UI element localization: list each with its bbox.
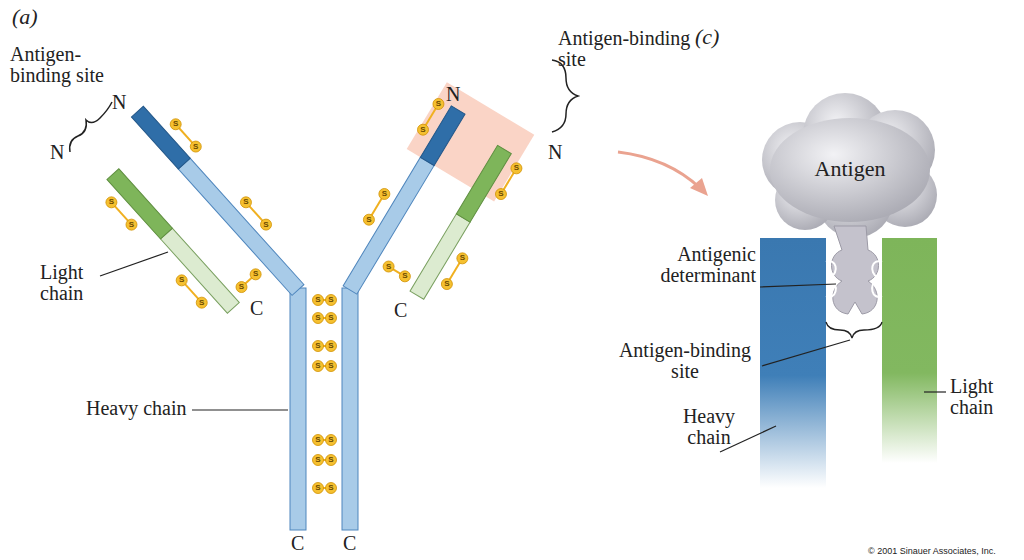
- sulfur-dot: [196, 297, 207, 308]
- sulfur-label: S: [197, 298, 207, 308]
- sulfur-label: S: [384, 262, 394, 272]
- part-label: N: [446, 84, 466, 105]
- part-label: Antigen-binding site: [10, 44, 108, 86]
- sulfur-label: S: [313, 295, 323, 305]
- sulfur-dot: [236, 282, 247, 293]
- sulfur-dot: [511, 163, 522, 174]
- sulfur-dot: [313, 341, 324, 352]
- part-label: C: [343, 533, 363, 554]
- sulfur-label: S: [177, 275, 187, 285]
- sulfur-dot: [313, 435, 324, 446]
- sulfur-dot: [326, 361, 337, 372]
- antigen-cloud: Antigen: [780, 156, 920, 182]
- sulfur-dot: [106, 197, 117, 208]
- part-label: Antigenic determinant: [598, 244, 756, 286]
- part-label: Antigen-binding site: [558, 28, 698, 70]
- sulfur-label: S: [126, 220, 136, 230]
- sulfur-label: S: [442, 279, 452, 289]
- sulfur-label: S: [326, 295, 336, 305]
- part-label: N: [548, 142, 568, 163]
- sulfur-label: S: [106, 197, 116, 207]
- part-label: C: [394, 300, 414, 321]
- sulfur-dot: [326, 483, 337, 494]
- sulfur-label: S: [313, 435, 323, 445]
- sulfur-dot: [170, 119, 181, 130]
- part-label: (c): [695, 26, 735, 47]
- sulfur-dot: [313, 361, 324, 372]
- sulfur-label: S: [364, 215, 374, 225]
- sulfur-label: S: [418, 125, 428, 135]
- sulfur-dot: [326, 455, 337, 466]
- sulfur-label: S: [496, 189, 506, 199]
- sulfur-label: S: [326, 361, 336, 371]
- sulfur-label: S: [326, 435, 336, 445]
- part-label: (a): [12, 6, 52, 27]
- part-label: C: [291, 533, 311, 554]
- sulfur-dot: [457, 253, 468, 264]
- sulfur-dot: [433, 98, 444, 109]
- part-label: Light chain: [40, 262, 110, 304]
- sulfur-label: S: [191, 142, 201, 152]
- sulfur-dot: [399, 271, 410, 282]
- sulfur-label: S: [326, 341, 336, 351]
- sulfur-label: S: [251, 269, 261, 279]
- sulfur-dot: [176, 275, 187, 286]
- sulfur-label: S: [313, 313, 323, 323]
- part-label: Heavy chain: [86, 398, 190, 419]
- sulfur-label: S: [313, 483, 323, 493]
- node-text: Antigen: [780, 156, 920, 182]
- sulfur-label: S: [241, 197, 251, 207]
- sulfur-dot: [313, 455, 324, 466]
- sulfur-dot: [495, 189, 506, 200]
- sulfur-label: S: [433, 99, 443, 109]
- sulfur-dot: [126, 219, 137, 230]
- sulfur-dot: [313, 313, 324, 324]
- sulfur-dot: [326, 341, 337, 352]
- sulfur-label: S: [400, 271, 410, 281]
- part-label: C: [250, 298, 270, 319]
- part-label: Heavy chain: [664, 406, 754, 448]
- sulfur-label: S: [326, 483, 336, 493]
- sulfur-label: S: [511, 163, 521, 173]
- sulfur-dot: [261, 219, 272, 230]
- sulfur-label: S: [326, 313, 336, 323]
- sulfur-dot: [417, 124, 428, 135]
- sulfur-dot: [190, 141, 201, 152]
- part-label: N: [50, 142, 70, 163]
- part-label: Antigen-binding site: [612, 340, 758, 382]
- sulfur-dot: [313, 483, 324, 494]
- sulfur-label: S: [326, 455, 336, 465]
- part-label: Light chain: [950, 376, 1020, 418]
- sulfur-dot: [313, 295, 324, 306]
- sulfur-label: S: [313, 361, 323, 371]
- sulfur-dot: [240, 197, 251, 208]
- part-label: N: [112, 92, 132, 113]
- sulfur-label: S: [313, 341, 323, 351]
- sulfur-label: S: [261, 220, 271, 230]
- sulfur-label: S: [457, 253, 467, 263]
- sulfur-dot: [250, 269, 261, 280]
- sulfur-label: S: [379, 189, 389, 199]
- sulfur-dot: [363, 214, 374, 225]
- sulfur-label: S: [237, 282, 247, 292]
- sulfur-dot: [441, 279, 452, 290]
- sulfur-dot: [379, 188, 390, 199]
- sulfur-dot: [326, 313, 337, 324]
- sulfur-dot: [326, 295, 337, 306]
- sulfur-dot: [326, 435, 337, 446]
- part-label: © 2001 Sinauer Associates, Inc.: [868, 546, 1022, 557]
- sulfur-dot: [383, 261, 394, 272]
- sulfur-label: S: [313, 455, 323, 465]
- sulfur-label: S: [171, 119, 181, 129]
